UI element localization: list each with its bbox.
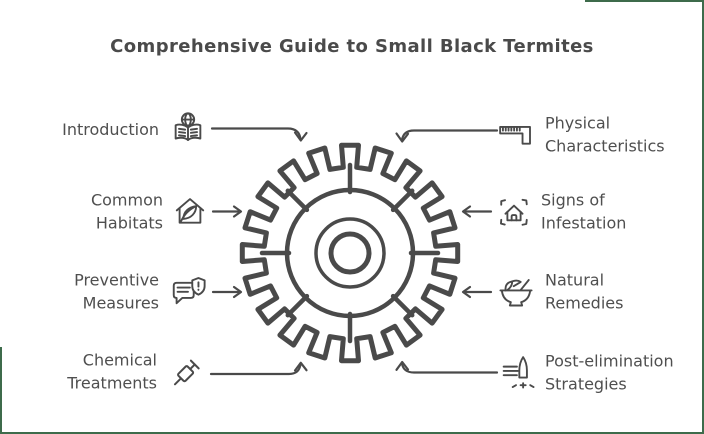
list-item-natural-remedies: Natural Remedies — [497, 269, 623, 314]
chat-shield-icon — [172, 276, 206, 304]
item-label: Signs of Infestation — [541, 190, 627, 232]
gear-graphic — [239, 142, 461, 364]
eco-house-leaf-icon — [175, 197, 205, 224]
list-item-preventive-measures: Preventive Measures — [74, 269, 207, 314]
open-book-globe-icon — [174, 112, 202, 141]
page-title: Comprehensive Guide to Small Black Termi… — [110, 36, 594, 57]
syringe-icon — [173, 359, 200, 386]
arrowhead-chemical-treatments — [293, 361, 308, 372]
arrowhead-post-elimination — [395, 360, 410, 371]
frame-border-left — [0, 347, 2, 434]
list-item-introduction: Introduction — [62, 111, 207, 149]
arrow-introduction — [210, 127, 302, 141]
frame-border-right — [702, 0, 704, 434]
arrowhead-physical-characteristics — [395, 132, 410, 143]
gear-outer-ring — [284, 187, 416, 319]
list-item-chemical-treatments: Chemical Treatments — [67, 349, 207, 394]
rocket-icon — [502, 355, 535, 389]
list-item-physical-characteristics: Physical Characteristics — [497, 112, 665, 157]
arrow-physical-characteristics — [400, 129, 499, 142]
item-label: Preventive Measures — [74, 270, 159, 312]
mortar-bowl-icon — [499, 278, 533, 307]
list-item-common-habitats: Common Habitats — [91, 189, 207, 234]
arrowhead-introduction — [293, 131, 308, 142]
gear-hub — [328, 231, 372, 275]
gear-spokes — [259, 162, 441, 344]
arrowhead-natural-remedies — [461, 285, 472, 299]
arrowhead-preventive-measures — [232, 285, 243, 299]
arrow-chemical-treatments — [209, 363, 302, 376]
frame-border-top — [585, 0, 704, 2]
item-label: Physical Characteristics — [545, 113, 665, 155]
connector-arrows — [209, 127, 499, 376]
house-scan-icon — [500, 198, 528, 226]
ruler-icon — [499, 125, 531, 145]
arrow-post-elimination — [400, 362, 499, 374]
item-label: Post-elimination Strategies — [545, 351, 674, 393]
list-item-post-elimination: Post-elimination Strategies — [497, 350, 674, 395]
item-label: Natural Remedies — [545, 270, 624, 312]
arrowhead-common-habitats — [232, 205, 243, 218]
item-label: Chemical Treatments — [67, 350, 157, 392]
gear-middle-ring — [314, 217, 386, 289]
item-label: Introduction — [62, 119, 159, 139]
arrowhead-signs-of-infestation — [461, 205, 472, 218]
item-label: Common Habitats — [90, 190, 163, 232]
frame-border-bottom — [0, 432, 704, 434]
list-item-signs-of-infestation: Signs of Infestation — [497, 189, 626, 234]
